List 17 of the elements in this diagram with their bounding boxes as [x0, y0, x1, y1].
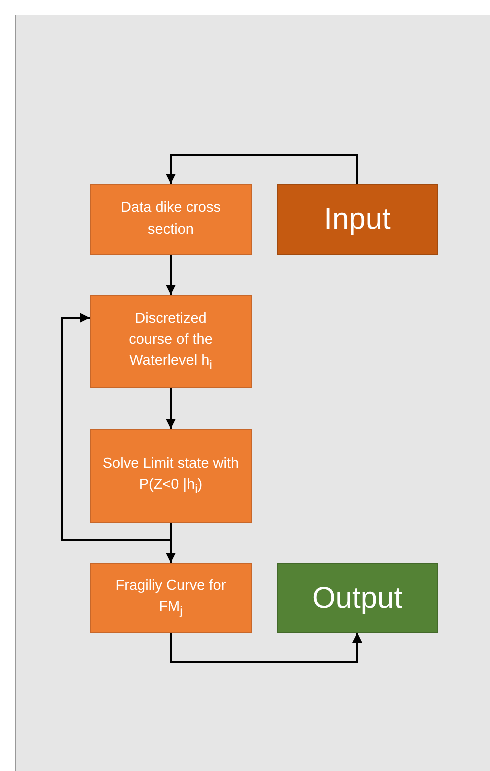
step-label: Solve Limit state with P(Z<0 |h$_{i}$) [102, 454, 240, 498]
box-label: Output [311, 582, 404, 614]
process-box [90, 295, 252, 388]
step-label: Discretized course of the Waterlevel h$_{i}$ [128, 310, 214, 374]
box-label: Input [323, 203, 392, 236]
arrow [166, 255, 176, 295]
arrow [166, 154, 358, 184]
step-label: Fragiliy Curve for FM$_{j}$ [114, 576, 228, 620]
step-label: Data dike cross section [120, 199, 222, 240]
output-box [277, 563, 438, 633]
process-box [90, 563, 252, 633]
arrow [61, 313, 172, 541]
process-box [90, 429, 252, 523]
arrow [170, 633, 362, 663]
arrow [166, 388, 176, 429]
process-box [90, 184, 252, 255]
input-box [277, 184, 438, 255]
